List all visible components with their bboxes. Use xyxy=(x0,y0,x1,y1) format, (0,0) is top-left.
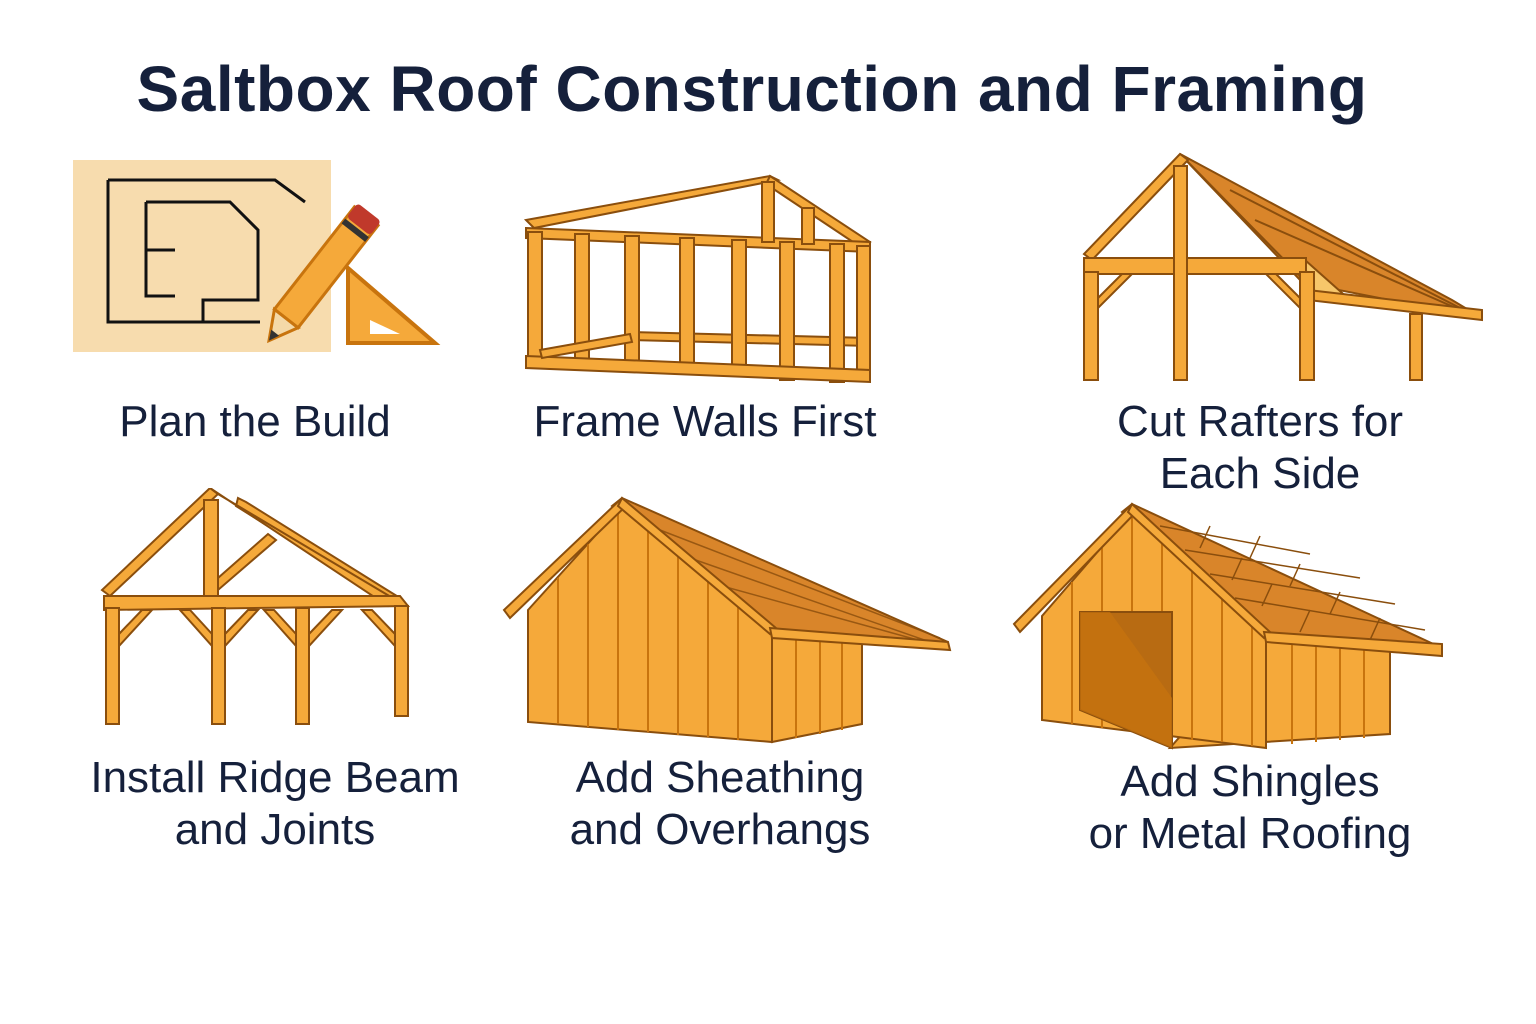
step-caption-rafters: Cut Rafters for Each Side xyxy=(1116,397,1404,498)
step-caption-frame: Frame Walls First xyxy=(533,397,877,446)
step-caption-ridge: Install Ridge Beam and Joints xyxy=(90,753,460,854)
blueprint-icon xyxy=(73,160,441,352)
rafter-frame-icon xyxy=(1082,152,1483,381)
wall-frame-icon xyxy=(523,174,872,384)
shingled-house-icon xyxy=(1012,502,1443,750)
sheathed-house-icon xyxy=(502,496,952,744)
ridge-beam-frame-icon xyxy=(100,488,411,725)
step-caption-plan: Plan the Build xyxy=(119,397,391,446)
page-title: Saltbox Roof Construction and Framing xyxy=(136,53,1368,125)
step-caption-shingles: Add Shingles or Metal Roofing xyxy=(1088,757,1412,858)
step-caption-sheathing: Add Sheathing and Overhangs xyxy=(569,753,871,854)
